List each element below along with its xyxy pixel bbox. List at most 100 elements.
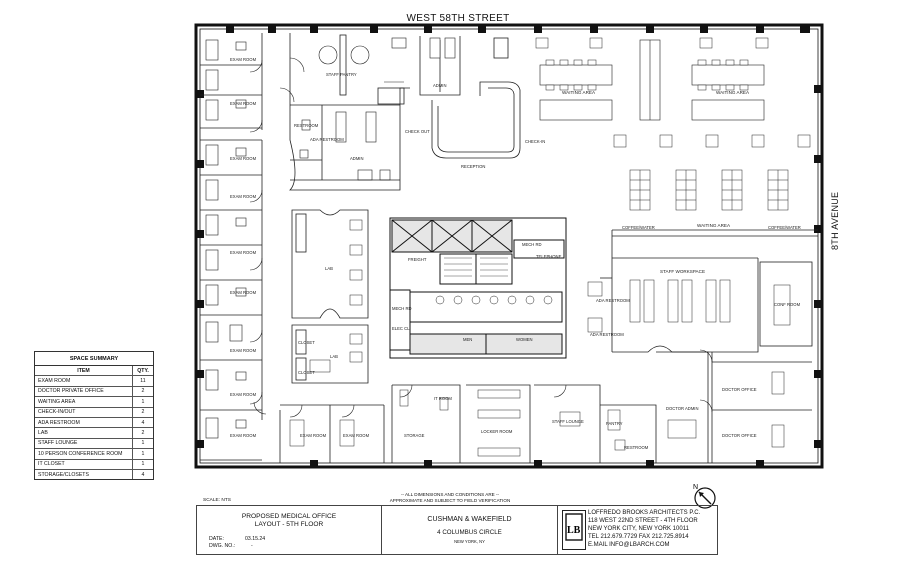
storage-label: STORAGE: [404, 433, 425, 438]
summary-item: LAB: [35, 428, 133, 438]
men-label: MEN: [463, 337, 472, 342]
staff-lounge-label: STAFF LOUNGE: [552, 419, 584, 424]
summary-row: STAFF LOUNGE 1: [35, 438, 153, 450]
pantry-tables: [279, 45, 404, 181]
firm-logo: LB: [562, 510, 586, 550]
project-layout: LAYOUT - 5TH FLOOR: [254, 521, 324, 528]
summary-item: IT CLOSET: [35, 459, 133, 469]
north-label: N: [693, 484, 698, 491]
lab-label-2: LAB: [330, 354, 338, 359]
staff-pantry-label: STAFF PANTRY: [326, 72, 357, 77]
exam-tables: [205, 39, 247, 439]
summary-item: ADA RESTROOM: [35, 417, 133, 428]
date-label: DATE:: [209, 536, 224, 542]
title-block: PROPOSED MEDICAL OFFICE LAYOUT - 5TH FLO…: [196, 505, 718, 555]
conf-room-label: CONF ROOM: [774, 302, 801, 307]
space-summary-title: SPACE SUMMARY: [35, 352, 153, 366]
exam-room-label-bottom-2: EXAM ROOM: [343, 433, 370, 438]
elec-cl-label: ELEC CL: [392, 326, 410, 331]
disclaimer-line-2: APPROXIMATE AND SUBJECT TO FIELD VERIFIC…: [389, 497, 511, 503]
telephone-label: TELEPHONE: [536, 254, 562, 259]
columns: [196, 25, 822, 467]
summary-item: CHECK-IN/OUT: [35, 407, 133, 417]
summary-row: STORAGE/CLOSETS 4: [35, 469, 153, 480]
restroom-label-bottom: RESTROOM: [624, 445, 649, 450]
summary-item: 10 PERSON CONFERENCE ROOM: [35, 449, 133, 459]
freight-label: FREIGHT: [408, 257, 427, 262]
waiting-area-label-2: WAITING AREA: [697, 223, 731, 228]
restroom-label: RESTROOM: [294, 123, 319, 128]
ada-restroom-label-3: ADA RESTROOM: [590, 332, 624, 337]
summary-qty: 2: [141, 430, 145, 437]
summary-item: DOCTOR PRIVATE OFFICE: [35, 386, 133, 397]
summary-qty: 1: [141, 450, 145, 457]
firm-email: E.MAIL INFO@LBARCH.COM: [588, 542, 670, 548]
scale-note: SCALE: NTS: [203, 498, 231, 503]
locker-room-label: LOCKER ROOM: [481, 429, 513, 434]
firm-phone: TEL 212.679.7729 FAX 212.725.8914: [588, 534, 689, 540]
client-info: CUSHMAN & WAKEFIELD 4 COLUMBUS CIRCLE NE…: [382, 506, 558, 554]
exam-room-label: EXAM ROOM: [230, 290, 257, 295]
pantry-label: PANTRY: [606, 421, 623, 426]
bottom-rooms: [279, 351, 812, 463]
check-in-label: CHECK-IN: [525, 139, 545, 144]
exam-room-label: EXAM ROOM: [230, 433, 257, 438]
mech-label: MECH RD: [522, 242, 542, 247]
summary-qty: 1: [141, 440, 145, 447]
summary-qty: 4: [141, 471, 145, 478]
pantry-admin-block: [289, 33, 410, 191]
project-info: PROPOSED MEDICAL OFFICE LAYOUT - 5TH FLO…: [197, 506, 382, 554]
exam-room-label: EXAM ROOM: [230, 156, 257, 161]
admin-label-top: ADMIN: [433, 83, 447, 88]
north-arrow-icon: N: [693, 484, 716, 509]
summary-qty: 1: [141, 461, 145, 468]
disclaimer: -- ALL DIMENSIONS AND CONDITIONS ARE -- …: [300, 492, 600, 503]
summary-row: WAITING AREA 1: [35, 397, 153, 408]
women-label: WOMEN: [516, 337, 533, 342]
dwg-value: -: [251, 543, 253, 549]
street-label-top: WEST 58TH STREET: [406, 13, 510, 24]
project-name: PROPOSED MEDICAL OFFICE: [241, 513, 337, 520]
summary-row: IT CLOSET 1: [35, 459, 153, 470]
lab-label: LAB: [325, 266, 333, 271]
firm-city: NEW YORK CITY, NEW YORK 10011: [588, 526, 689, 532]
client-city: NEW YORK, NY: [454, 539, 485, 544]
summary-row: LAB 2: [35, 428, 153, 439]
building-core: [389, 217, 567, 359]
coffee-water-label: COFFEE/WATER: [622, 225, 655, 230]
doctor-office-label: DOCTOR OFFICE: [722, 387, 757, 392]
architect-info: LB LOFFREDO BROOKS ARCHITECTS P.C. 118 W…: [558, 506, 717, 554]
check-out-label: CHECK OUT: [405, 129, 430, 134]
date-value: 03.15.24: [245, 536, 266, 542]
summary-qty: 1: [141, 398, 145, 405]
doctor-office-label-2: DOCTOR OFFICE: [722, 433, 757, 438]
summary-qty: 11: [140, 378, 146, 385]
exam-room-label: EXAM ROOM: [230, 348, 257, 353]
client-name: CUSHMAN & WAKEFIELD: [427, 516, 512, 523]
summary-qty: 2: [141, 388, 145, 395]
client-address: 4 COLUMBUS CIRCLE: [437, 529, 502, 536]
mech-label-2: MECH RD: [392, 306, 412, 311]
exam-room-label: EXAM ROOM: [230, 101, 257, 106]
ada-restroom-label: ADA RESTROOM: [310, 137, 344, 142]
summary-row: EXAM ROOM 11: [35, 376, 153, 387]
staff-workspace-label: STAFF WORKSPACE: [660, 269, 705, 274]
summary-row: 10 PERSON CONFERENCE ROOM 1: [35, 449, 153, 460]
waiting-area-furniture: [539, 39, 765, 121]
admin-label-left: ADMIN: [350, 156, 364, 161]
lab-block: [291, 209, 369, 384]
summary-item: STORAGE/CLOSETS: [35, 469, 133, 480]
summary-row: DOCTOR PRIVATE OFFICE 2: [35, 386, 153, 398]
summary-item: EXAM ROOM: [35, 376, 133, 386]
waiting-chairs: [613, 134, 811, 211]
summary-item: WAITING AREA: [35, 397, 133, 407]
waiting-area-label: WAITING AREA: [562, 90, 596, 95]
firm-name: LOFFREDO BROOKS ARCHITECTS P.C.: [588, 510, 701, 516]
space-summary-header-row: ITEM QTY.: [35, 366, 153, 377]
summary-item: STAFF LOUNGE: [35, 438, 133, 449]
summary-qty: 4: [141, 419, 145, 426]
summary-row: ADA RESTROOM 4: [35, 417, 153, 429]
coffee-water-label-2: COFFEE/WATER: [768, 225, 801, 230]
